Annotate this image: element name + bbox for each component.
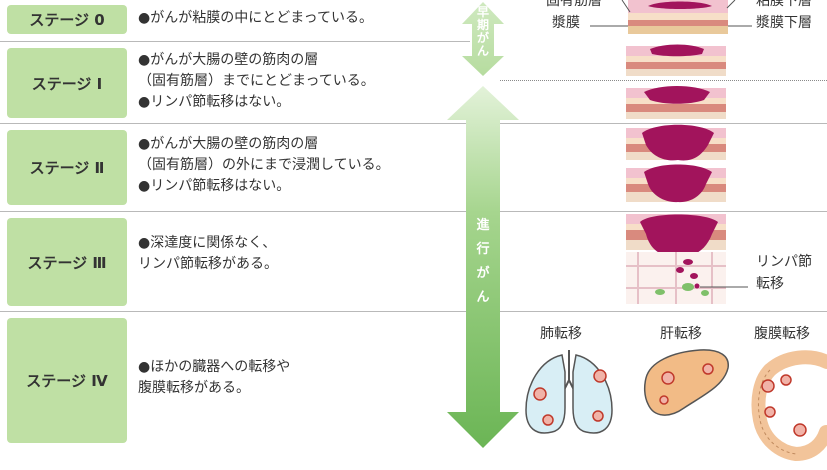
early-char-2: 期 xyxy=(476,18,489,32)
early-cancer-label: 早 期 が ん xyxy=(476,6,490,58)
stage-4-label: ステージ Ⅳ xyxy=(7,318,127,443)
advanced-char-4: ん xyxy=(476,290,490,305)
stage-1-label: ステージ Ⅰ xyxy=(7,48,127,118)
advanced-char-3: が xyxy=(476,266,490,281)
stage-4-description: ●ほかの臓器への転移や 腹膜転移がある。 xyxy=(138,357,458,399)
label-subserosa: 漿膜下層 xyxy=(756,15,812,31)
peritoneal-metastasis-label: 腹膜転移 xyxy=(754,326,810,342)
progression-arrow xyxy=(447,86,519,448)
advanced-cancer-label: 進 行 が ん xyxy=(476,214,490,310)
separator-stage-0-1 xyxy=(0,41,470,42)
stage-2-line-2: （固有筋層）の外にまで浸潤している。 xyxy=(138,157,390,173)
tissue-stage-3 xyxy=(626,214,748,304)
stage-2-label: ステージ Ⅱ xyxy=(7,130,127,205)
lymph-label-line-2: 転移 xyxy=(756,276,784,292)
lung-metastasis-label: 肺転移 xyxy=(540,326,582,342)
advanced-char-2: 行 xyxy=(476,242,490,257)
stage-3-line-1: ●深達度に関係なく、 xyxy=(138,235,277,251)
stage-2-description: ●がんが大腸の壁の筋肉の層 （固有筋層）の外にまで浸潤している。 ●リンパ節転移… xyxy=(138,134,458,197)
stage-3-description: ●深達度に関係なく、 リンパ節転移がある。 xyxy=(138,233,458,275)
lymph-label-line-1: リンパ節 xyxy=(756,254,812,270)
label-mucosa: 粘膜下層 xyxy=(756,0,812,9)
early-char-4: ん xyxy=(476,44,489,58)
stage-2-line-1: ●がんが大腸の壁の筋肉の層 xyxy=(138,136,319,152)
stage-2-line-3: ●リンパ節転移はない。 xyxy=(138,178,291,194)
stage-4-line-2: 腹膜転移がある。 xyxy=(138,380,250,396)
stage-3-line-2: リンパ節転移がある。 xyxy=(138,256,278,272)
stage-0-label: ステージ 0 xyxy=(7,5,127,34)
liver-metastasis-label: 肝転移 xyxy=(660,326,702,342)
stage-4-line-1: ●ほかの臓器への転移や xyxy=(138,359,291,375)
label-serosa: 漿膜 xyxy=(552,15,580,31)
peritoneum-icon xyxy=(751,350,827,462)
liver-icon xyxy=(643,349,729,416)
separator-dotted-stage-1 xyxy=(500,80,827,81)
stage-1-line-1: ●がんが大腸の壁の筋肉の層 xyxy=(138,52,319,68)
early-cancer-arrow xyxy=(462,2,504,76)
tissue-stage-2 xyxy=(626,124,726,203)
tissue-stage-1 xyxy=(626,44,726,119)
label-muscularis: 固有筋層 xyxy=(546,0,602,9)
stage-0-line-1: ●がんが粘膜の中にとどまっている。 xyxy=(138,10,373,26)
early-char-3: が xyxy=(476,31,489,45)
stage-1-description: ●がんが大腸の壁の筋肉の層 （固有筋層）までにとどまっている。 ●リンパ節転移は… xyxy=(138,50,458,113)
tissue-stage-0 xyxy=(590,0,752,34)
separator-stage-3-4 xyxy=(0,311,827,312)
separator-stage-2-3 xyxy=(0,211,827,212)
stage-1-line-3: ●リンパ節転移はない。 xyxy=(138,94,291,110)
separator-stage-1-2 xyxy=(0,123,827,124)
early-char-1: 早 xyxy=(476,5,489,19)
stage-3-label: ステージ Ⅲ xyxy=(7,218,127,306)
advanced-char-1: 進 xyxy=(476,218,490,233)
lymph-metastasis-label: リンパ節 転移 xyxy=(756,251,812,295)
stage-0-description: ●がんが粘膜の中にとどまっている。 xyxy=(138,8,458,29)
lung-icon xyxy=(525,350,613,434)
stage-1-line-2: （固有筋層）までにとどまっている。 xyxy=(138,73,375,89)
